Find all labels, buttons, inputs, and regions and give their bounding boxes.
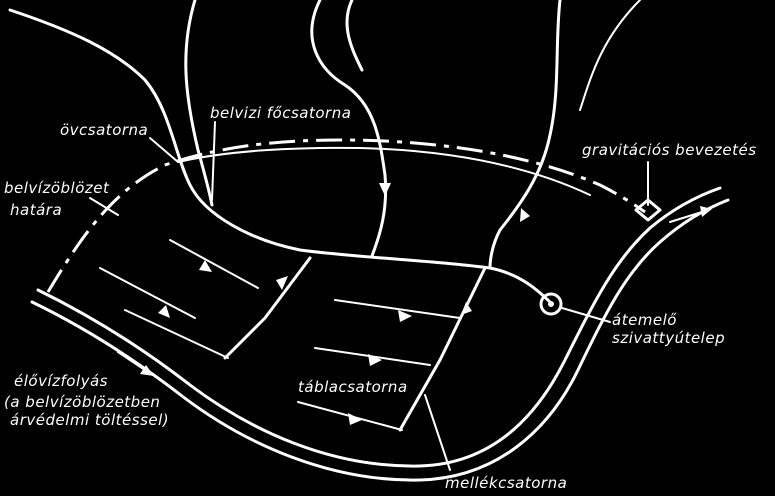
table-arrowhead-3 [398,310,412,322]
belt-canal-line [177,146,591,196]
table-canal-network-left [99,239,312,360]
river-flow-arrowhead-right [700,206,712,217]
collector-arrowhead-left [276,276,288,290]
label-szivattyutelep: szivattyútelep [612,329,725,347]
label-mellekcsatorna: mellékcsatorna [445,474,567,492]
main-canal-tributary [184,0,214,207]
collector-arrowhead-right [461,302,472,315]
main-canal [8,8,554,306]
table-canal-2 [99,267,196,319]
river-lower-bank [30,198,730,482]
basin-boundary-line [46,138,646,293]
leader-mellekcsatorna [424,394,451,471]
leader-ovcsatorna [149,137,179,163]
table-canal-3 [124,309,229,359]
label-gravitacios-bevezetes: gravitációs bevezetés [582,141,757,159]
collector-canal-left [223,256,312,360]
label-elovizfolyas: élővízfolyás [14,372,108,390]
river-upper-bank [36,186,722,468]
leader-hatara [89,197,119,216]
table-canal-network-right [297,266,487,432]
table-arrowhead-2 [158,305,170,318]
label-belvizi-focsatorna: belvizi főcsatorna [210,104,351,122]
river-flow-arrowhead-left [140,365,154,376]
table-arrowhead-1 [199,260,212,272]
label-atemelo: átemelő [612,311,677,329]
gravity-inlet-structure [634,198,662,222]
label-belvizoblozet: belvízöblözet [4,179,110,197]
table-canal-1 [169,239,259,289]
upland-stream-3 [488,0,562,270]
stream-arrowhead-1 [379,183,391,196]
pumping-station-center [548,301,554,307]
table-arrowhead-5 [348,413,362,425]
collector-canal-right [398,266,487,432]
upland-stream-4 [579,0,641,111]
label-arvedelmi-toltessel: árvédelmi töltéssel) [10,411,169,429]
label-hatara: határa [10,201,62,219]
leader-atemelo [561,307,611,323]
label-tablacsatorna: táblacsatorna [298,378,408,396]
label-belvizoblozetben: (a belvízöblözetben [4,393,160,411]
river-banks [30,186,730,482]
label-ovcsatorna: övcsatorna [60,121,148,139]
pumping-station-icon [539,292,563,316]
leader-belvizi-focsatorna [211,121,216,201]
table-canal-4 [334,299,461,319]
table-arrowhead-4 [368,354,382,366]
upland-stream-2 [345,0,364,72]
river-flow-arrow-right [669,211,703,223]
upland-stream-1 [310,0,388,258]
river-flow-arrow-left [117,351,149,373]
stream-arrowhead-2 [520,208,530,222]
